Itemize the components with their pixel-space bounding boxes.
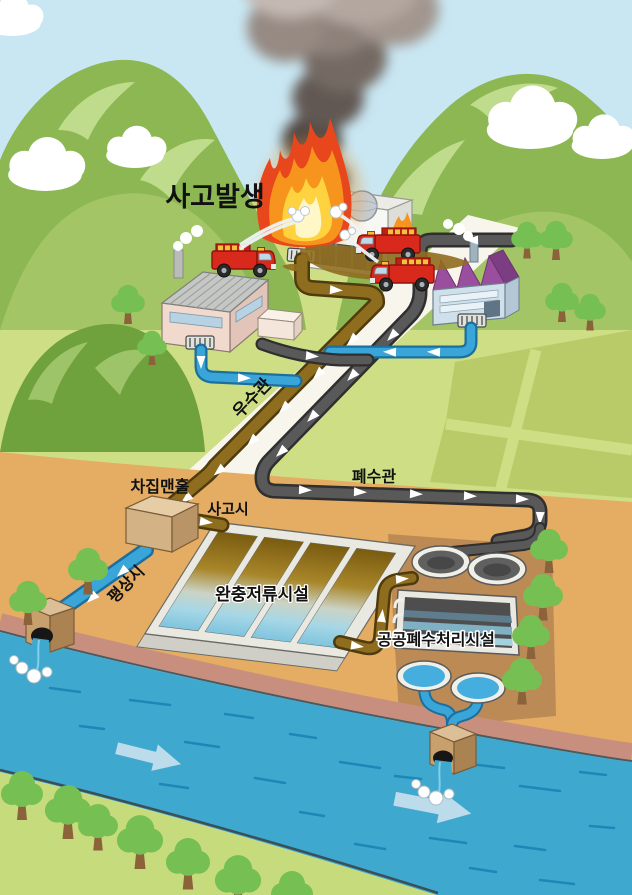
label-public-treatment: 공공폐수처리시설 [377, 630, 495, 649]
storm-branch-pipe-right [323, 321, 478, 359]
sewer-branch-pipe-left [255, 337, 375, 367]
river-edge-line [0, 630, 632, 762]
basin-lane [296, 548, 397, 648]
public-treatment-plant [391, 522, 546, 742]
label-accident: 사고발생 [165, 182, 264, 212]
basin-lane [158, 531, 258, 632]
label-intercepting-manhole: 차집맨홀 [131, 477, 190, 496]
normal-route-pipe [50, 542, 154, 620]
factory-building-right [432, 219, 520, 326]
intercepting-manhole [124, 495, 200, 554]
far-bank [0, 772, 436, 895]
aeration-basin [391, 589, 520, 656]
basin-lane [250, 542, 351, 643]
clarifier-manifold-pipe [446, 522, 546, 558]
factory-windows [169, 311, 223, 329]
label-wastewater-pipe: 폐수관 [352, 467, 396, 486]
rainwater-main-pipe [160, 252, 386, 516]
farmland [430, 330, 632, 498]
label-accident-route: 사고시 [207, 501, 248, 518]
river-ripples [48, 686, 616, 886]
river-outfall [9, 597, 76, 684]
river-bank [0, 613, 632, 761]
corrugated-roof [160, 271, 270, 313]
factory-chimney [173, 249, 184, 279]
label-buffer-storage: 완충저류시설 [215, 585, 309, 604]
basin-lane [204, 536, 304, 637]
outbuilding [256, 308, 304, 342]
spray-splash [287, 202, 356, 241]
far-bank-edge [0, 768, 439, 895]
river [0, 632, 632, 895]
treated-water-outfall [411, 723, 478, 806]
buffer-storage-basin [135, 521, 417, 672]
factory-windows [439, 289, 499, 304]
